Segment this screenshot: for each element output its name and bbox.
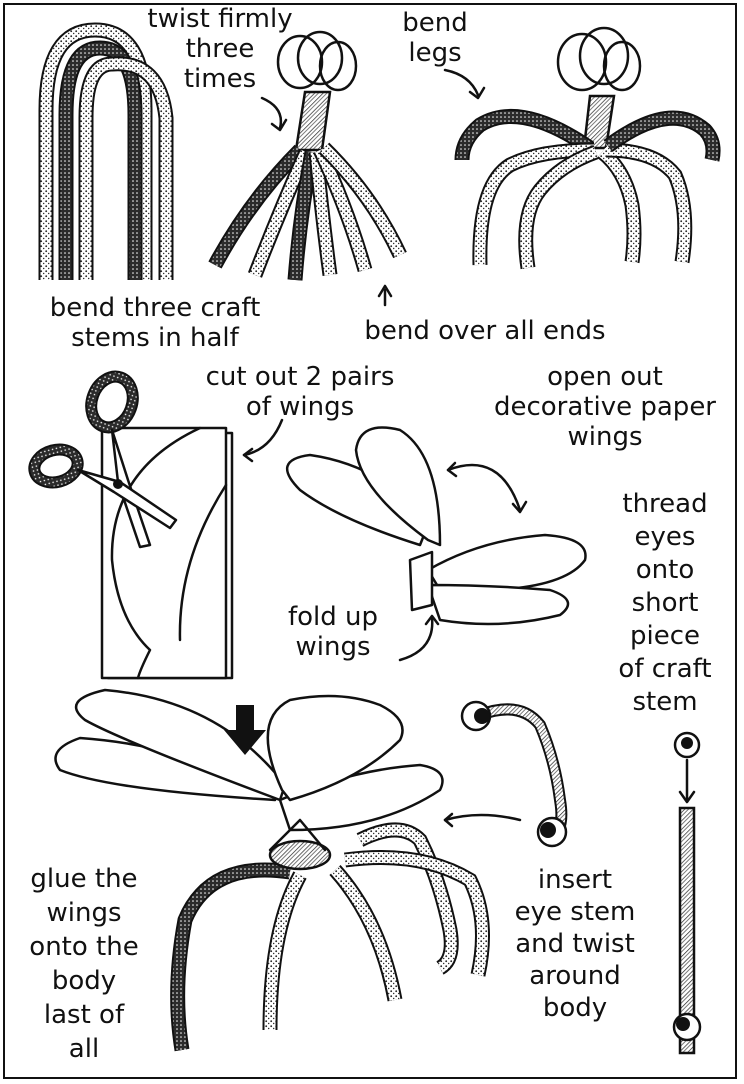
step-glue-wings-label: glue the wings onto the body last of all [14, 862, 154, 1066]
step-fold-wings-label: fold up wings [268, 602, 398, 662]
label-line: last of [14, 998, 154, 1032]
label-line: fold up [268, 602, 398, 632]
googly-eye-icon [538, 818, 566, 846]
label-line: onto [605, 554, 725, 587]
label-line: insert [500, 864, 650, 896]
step-open-wings-label: open out decorative paper wings [480, 362, 730, 452]
label-line: all [14, 1032, 154, 1066]
label-line: piece [605, 620, 725, 653]
googly-eye-icon [674, 1014, 700, 1040]
label-line: legs [395, 38, 475, 68]
label-line: short [605, 587, 725, 620]
label-line: of craft [605, 653, 725, 686]
step-insert-eye-label: insert eye stem and twist around body [500, 864, 650, 1024]
step-twist-label: twist firmly three times [130, 4, 310, 94]
step-cut-wings-label: cut out 2 pairs of wings [180, 362, 420, 422]
label-line: three [130, 34, 310, 64]
label-line: cut out 2 pairs [180, 362, 420, 392]
step-bend-legs-label: bend legs [395, 8, 475, 68]
step-bend-ends-label: bend over all ends [335, 316, 635, 346]
label-line: stems in half [30, 323, 280, 353]
label-line: wings [14, 896, 154, 930]
label-line: eye stem [500, 896, 650, 928]
label-line: body [500, 992, 650, 1024]
label-line: around [500, 960, 650, 992]
label-line: body [14, 964, 154, 998]
label-line: twist firmly [130, 4, 310, 34]
label-line: onto the [14, 930, 154, 964]
eye-stem-illustration [462, 702, 566, 846]
bent-legs-illustration [462, 28, 713, 268]
label-line: of wings [180, 392, 420, 422]
label-line: glue the [14, 862, 154, 896]
label-line: bend over all ends [335, 316, 635, 346]
label-line: bend three craft [30, 293, 280, 323]
label-line: open out [480, 362, 730, 392]
arrow-insert-eye [445, 815, 520, 820]
googly-eye-icon [675, 733, 699, 757]
step-bend-stems-label: bend three craft stems in half [30, 293, 280, 353]
label-line: and twist [500, 928, 650, 960]
label-line: wings [480, 422, 730, 452]
arrow-open-wings [448, 465, 520, 510]
googly-eye-icon [462, 702, 490, 730]
label-line: wings [268, 632, 398, 662]
label-line: bend [395, 8, 475, 38]
open-wings-illustration [287, 428, 585, 625]
label-line: eyes [605, 521, 725, 554]
step-thread-eyes-label: thread eyes onto short piece of craft st… [605, 488, 725, 719]
arrow-bend-legs [445, 70, 478, 95]
label-line: thread [605, 488, 725, 521]
label-line: decorative paper [480, 392, 730, 422]
label-line: stem [605, 686, 725, 719]
label-line: times [130, 64, 310, 94]
arrow-fold-wings [400, 618, 432, 660]
straight-stem-illustration [674, 733, 700, 1053]
